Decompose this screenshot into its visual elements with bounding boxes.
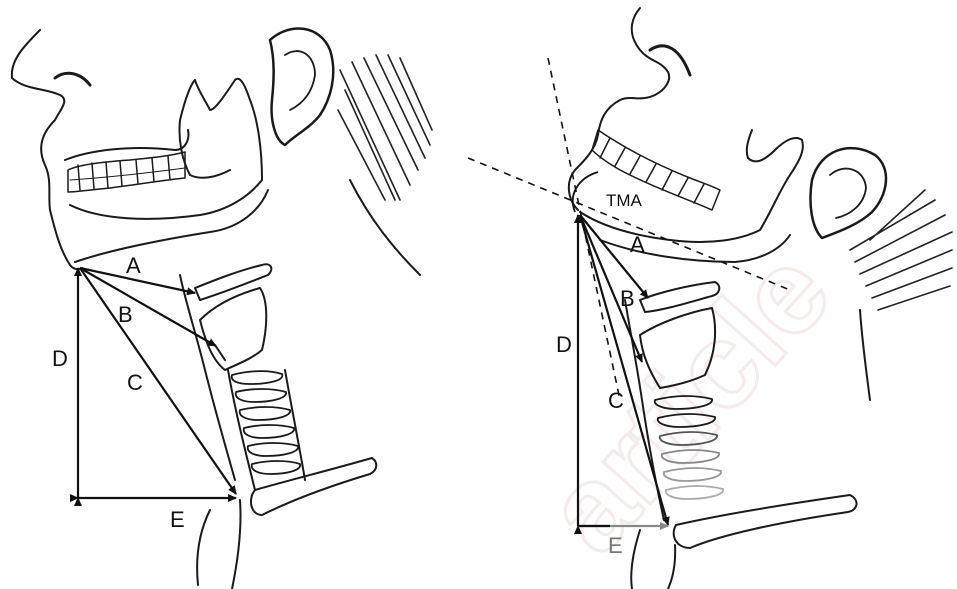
left-nostril — [55, 73, 90, 85]
right-neck-back — [860, 310, 870, 400]
left-face-profile — [12, 30, 82, 269]
left-clavicle — [251, 458, 376, 515]
left-hyoid — [195, 264, 271, 300]
left-label-e: E — [170, 507, 185, 532]
right-label-d: D — [556, 332, 572, 357]
left-panel — [12, 29, 432, 589]
right-tma-arc — [573, 172, 598, 212]
left-line-b — [80, 268, 216, 346]
right-label-e: E — [608, 533, 623, 558]
left-line-c — [80, 268, 236, 494]
right-label-c: C — [608, 388, 624, 413]
left-ear — [270, 29, 333, 145]
left-neck-back — [350, 180, 420, 275]
left-label-a: A — [126, 253, 141, 278]
left-measurements — [78, 268, 236, 498]
right-ear — [810, 148, 886, 238]
right-label-b: B — [620, 286, 635, 311]
left-label-b: B — [118, 302, 133, 327]
right-ear-inner — [830, 169, 866, 218]
right-nostril — [650, 46, 690, 75]
left-neck-front — [180, 275, 235, 480]
left-label-c: C — [127, 370, 143, 395]
left-trachea — [232, 371, 300, 474]
left-hair — [338, 55, 432, 200]
left-label-d: D — [52, 346, 68, 371]
right-label-tma: TMA — [606, 191, 643, 210]
left-teeth — [68, 152, 185, 192]
left-thyroid-cartilage — [200, 288, 266, 370]
right-mandible — [580, 130, 803, 242]
left-ear-inner — [285, 51, 315, 110]
right-hair — [850, 190, 952, 310]
right-label-a: A — [630, 232, 645, 257]
right-clavicle — [674, 495, 857, 548]
left-sternum — [197, 500, 240, 589]
watermark: article — [520, 225, 856, 577]
